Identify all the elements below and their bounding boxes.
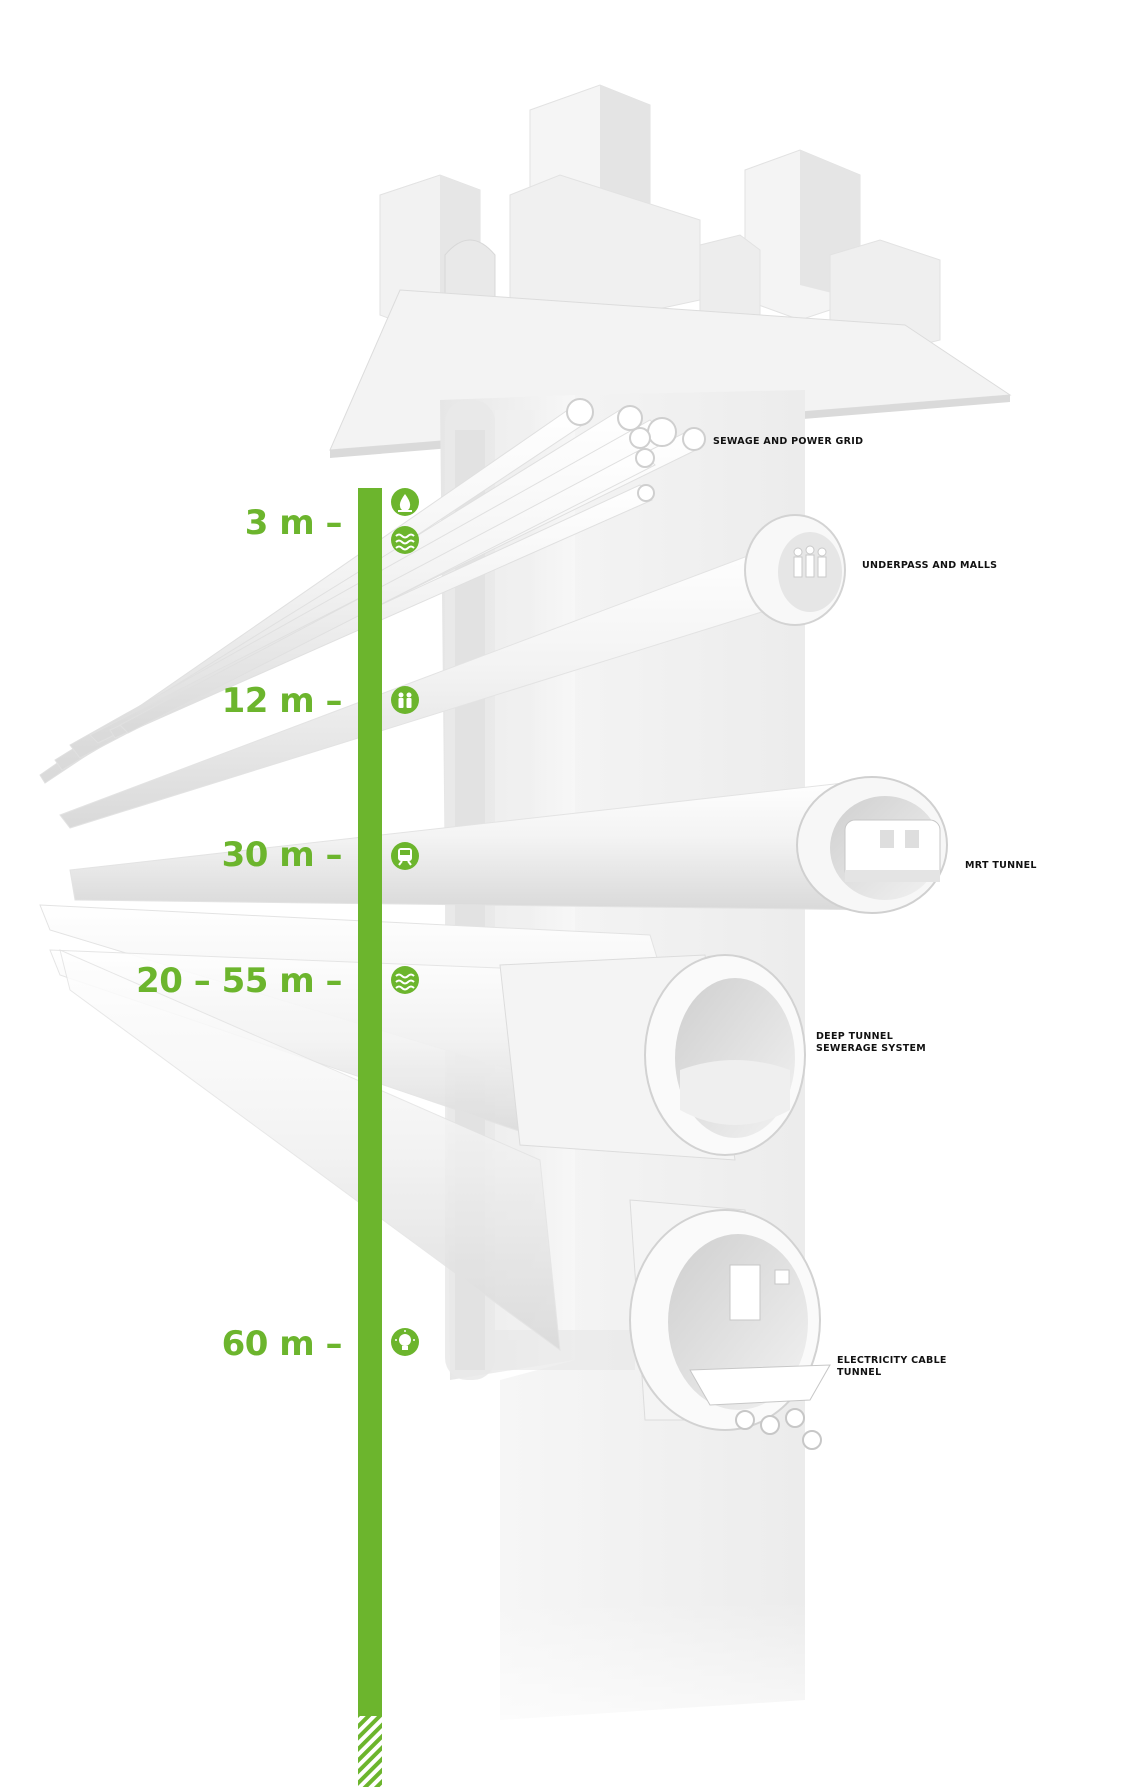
label-deep-tunnel-line-1: DEEP TUNNEL [816, 1031, 893, 1042]
depth-label-60m: 60 m – [222, 1324, 342, 1364]
label-electricity-cable-line-1: ELECTRICITY CABLE [837, 1355, 947, 1366]
water-waves-icon [391, 526, 419, 554]
depth-label-30m: 30 m – [222, 835, 342, 875]
electricity-cable-tube [59, 949, 831, 1450]
label-underpass-malls: UNDERPASS AND MALLS [862, 560, 997, 571]
train-car [844, 819, 941, 882]
depth-label-12m: 12 m – [222, 681, 342, 721]
people-figures [793, 545, 827, 578]
lightbulb-icon [391, 1328, 419, 1356]
depth-label-3m: 3 m – [245, 503, 342, 543]
label-electricity-cable-line-2: TUNNEL [837, 1367, 881, 1378]
water-waves-icon [391, 966, 419, 994]
city-buildings [379, 84, 941, 356]
depth-bar-hatched-end [358, 1716, 382, 1787]
label-deep-tunnel-line-2: SEWERAGE SYSTEM [816, 1043, 926, 1054]
mrt-tunnel-tube [69, 776, 948, 914]
underpass-tube [59, 514, 846, 829]
label-sewage-power-grid: SEWAGE AND POWER GRID [713, 436, 863, 447]
water-drop-icon [391, 488, 419, 516]
depth-scale: 3 m – 12 m – 30 m – 20 – 55 m – 60 m – [136, 488, 419, 1787]
depth-label-20-55m: 20 – 55 m – [136, 961, 342, 1001]
tunnel-labels: SEWAGE AND POWER GRID UNDERPASS AND MALL… [713, 436, 1037, 1378]
train-icon [391, 842, 419, 870]
people-icon [391, 686, 419, 714]
depth-bar [358, 488, 382, 1716]
label-mrt-tunnel: MRT TUNNEL [965, 860, 1037, 871]
